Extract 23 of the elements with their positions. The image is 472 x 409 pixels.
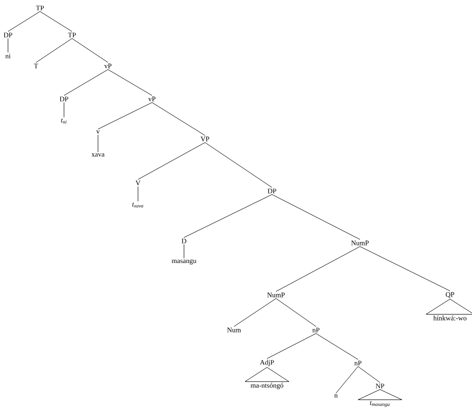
branch-line	[152, 102, 206, 136]
branch-line	[64, 69, 108, 96]
branch-line	[358, 366, 380, 383]
branch-line	[8, 11, 40, 32]
branch-line	[108, 69, 152, 96]
triangle	[358, 389, 402, 400]
branch-line	[138, 142, 206, 180]
branch-line	[98, 102, 152, 130]
branch-line	[184, 194, 272, 238]
branch-line	[272, 194, 360, 240]
branch-line	[266, 333, 316, 359]
triangle	[244, 367, 290, 382]
branch-line	[336, 366, 358, 394]
branch-line	[316, 333, 358, 360]
branch-line	[72, 38, 108, 63]
branch-line	[360, 246, 450, 292]
branch-line	[40, 11, 72, 32]
branch-line	[36, 38, 72, 63]
branch-line	[276, 298, 316, 327]
triangle	[426, 298, 472, 315]
branch-line	[276, 246, 360, 292]
branch-line	[234, 298, 276, 327]
branch-line	[204, 142, 272, 188]
